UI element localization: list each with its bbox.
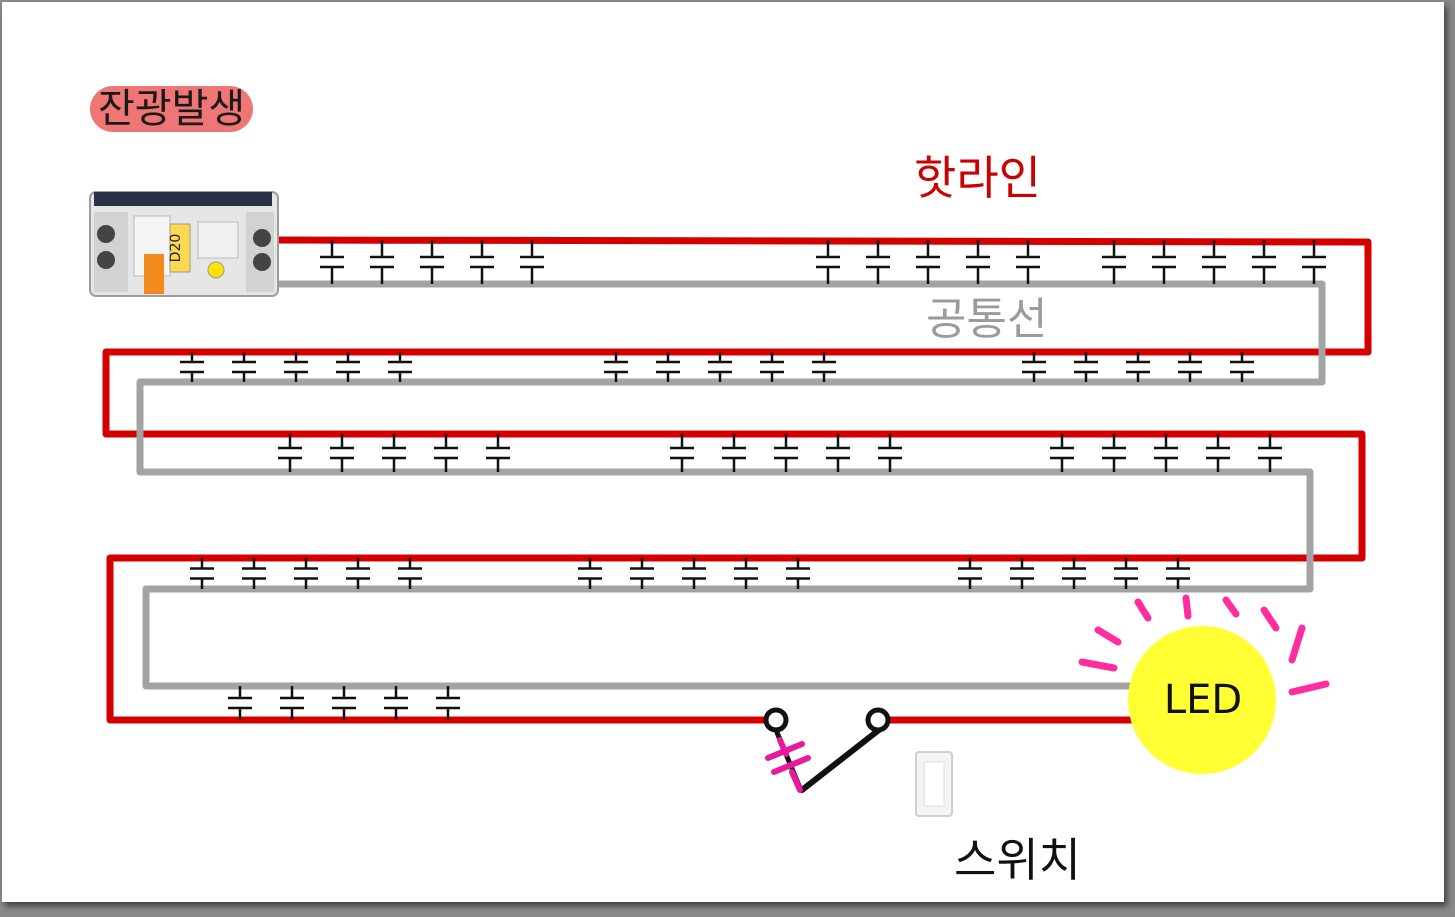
capacitor-symbol (330, 434, 354, 472)
capacitor-symbol (1074, 352, 1098, 382)
capacitor-symbol (966, 240, 990, 284)
capacitor-symbol (280, 686, 304, 720)
capacitor-symbol (866, 240, 890, 284)
circuit-breaker: D20 (89, 191, 279, 297)
capacitor-symbol (370, 240, 394, 284)
capacitor-symbol (958, 558, 982, 589)
capacitor-symbol (242, 558, 266, 589)
common-line-label: 공통선 (926, 294, 1048, 345)
capacitor-symbol (520, 240, 544, 284)
capacitor-symbol (816, 240, 840, 284)
capacitor-symbol (1252, 240, 1276, 284)
capacitor-symbol (1202, 240, 1226, 284)
capacitor-symbol (786, 558, 810, 589)
switch-symbol (763, 707, 891, 793)
capacitor-symbol (630, 558, 654, 589)
capacitor-symbol (1050, 434, 1074, 472)
capacitor-symbol (722, 434, 746, 472)
led-glow-rays (1078, 594, 1330, 696)
capacitor-symbol (826, 434, 850, 472)
capacitor-symbol (1166, 558, 1190, 589)
capacitor-symbol (320, 240, 344, 284)
capacitor-symbol (232, 352, 256, 382)
switch-contact-left (763, 707, 789, 733)
capacitor-symbol (578, 558, 602, 589)
capacitor-symbol (332, 686, 356, 720)
capacitor-symbol (470, 240, 494, 284)
capacitor-symbol (604, 352, 628, 382)
wall-switch-plate (915, 751, 953, 817)
capacitor-symbol (388, 352, 412, 382)
switch-contact-right (865, 707, 891, 733)
capacitor-symbol (774, 434, 798, 472)
capacitor-symbol (190, 558, 214, 589)
capacitor-symbol (420, 240, 444, 284)
capacitor-symbol (1258, 434, 1282, 472)
capacitor-symbol (398, 558, 422, 589)
capacitor-symbol (384, 686, 408, 720)
switch-lever (799, 723, 887, 793)
capacitor-symbol (656, 352, 680, 382)
capacitor-symbol (1022, 352, 1046, 382)
capacitor-symbol (682, 558, 706, 589)
led-lamp (1078, 594, 1330, 774)
parasitic-capacitors (180, 240, 1326, 720)
capacitor-symbol (1114, 558, 1138, 589)
capacitor-symbol (180, 352, 204, 382)
capacitor-symbol (1010, 558, 1034, 589)
capacitor-symbol (1154, 434, 1178, 472)
capacitor-symbol (278, 434, 302, 472)
capacitor-symbol (1126, 352, 1150, 382)
title-badge: 잔광발생 (90, 86, 254, 132)
capacitor-symbol (1062, 558, 1086, 589)
capacitor-symbol (486, 434, 510, 472)
hot-line-label: 핫라인 (914, 151, 1041, 205)
capacitor-symbol (760, 352, 784, 382)
capacitor-symbol (1206, 434, 1230, 472)
capacitor-symbol (1016, 240, 1040, 284)
capacitor-symbol (434, 434, 458, 472)
capacitor-symbol (284, 352, 308, 382)
capacitor-symbol (812, 352, 836, 382)
breaker-rating: D20 (168, 234, 184, 263)
common-wire (136, 280, 1326, 690)
capacitor-symbol (1178, 352, 1202, 382)
capacitor-symbol (916, 240, 940, 284)
capacitor-symbol (294, 558, 318, 589)
capacitor-symbol (346, 558, 370, 589)
diagram-frame: D20 (2, 2, 1444, 902)
capacitor-symbol (1230, 352, 1254, 382)
capacitor-symbol (228, 686, 252, 720)
capacitor-symbol (382, 434, 406, 472)
capacitor-symbol (1102, 434, 1126, 472)
capacitor-symbol (1302, 240, 1326, 284)
led-label: LED (1163, 677, 1243, 723)
capacitor-symbol (336, 352, 360, 382)
capacitor-symbol (1152, 240, 1176, 284)
capacitor-symbol (878, 434, 902, 472)
capacitor-symbol (708, 352, 732, 382)
capacitor-symbol (734, 558, 758, 589)
switch-label: 스위치 (954, 833, 1081, 887)
capacitor-symbol (436, 686, 460, 720)
capacitor-symbol (670, 434, 694, 472)
capacitor-symbol (1102, 240, 1126, 284)
switch-capacitor-marker (765, 737, 811, 793)
